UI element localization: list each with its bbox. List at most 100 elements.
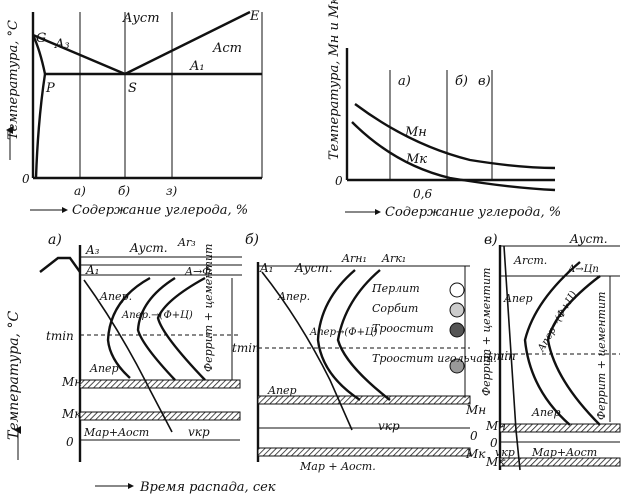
tr-mk-curve — [351, 121, 556, 192]
pa-label-transform: Aпер.→(Ф+Ц) — [121, 310, 193, 321]
pb-curve-start — [316, 269, 361, 402]
pc-label-a-cp: A→Цп — [567, 264, 599, 275]
pa-level-a3: A₃ — [85, 243, 100, 257]
tr-x-arrowhead — [375, 209, 381, 215]
pb-label-vcr: vкр — [378, 419, 400, 433]
tl-point-s: S — [128, 81, 137, 96]
pc-label-arst: Arст. — [513, 254, 547, 267]
pb-level-mk: Mк — [465, 447, 486, 461]
pb-struct-troostite: Троостит — [372, 322, 434, 335]
pa-curve-end — [156, 276, 206, 381]
pa-level-mk: Mк — [61, 407, 82, 421]
tr-origin: 0 — [335, 174, 343, 188]
pb-struct-sorbite: Сорбит — [372, 302, 418, 315]
pa-label-aper2: Aпер — [89, 362, 119, 375]
pb-curve-mid — [336, 269, 391, 401]
pa-curve-mid — [136, 276, 176, 381]
pa-label-tmin: tmin — [46, 329, 74, 343]
pa-label-aust: Aуст. — [129, 241, 168, 255]
pc-mk-band — [499, 457, 621, 467]
pa-level-a1: A₁ — [85, 263, 99, 277]
pa-mk-band — [79, 411, 241, 421]
tl-point-e: E — [249, 9, 260, 24]
pb-level-mn: Mн — [465, 403, 486, 417]
pc-label-mar: Мар+Aост — [531, 446, 597, 459]
tl-marker-c: з) — [166, 184, 178, 198]
tl-line-a3: A₃ — [54, 37, 70, 52]
bottom-y-label: Температура, °С — [6, 311, 22, 440]
tl-point-g: G — [36, 31, 46, 46]
tl-p-solvus — [34, 73, 47, 179]
tl-line-aust: Aуст — [122, 11, 160, 26]
pb-circle-sorbite — [449, 302, 465, 318]
pa-level-mn: Mн — [61, 375, 82, 389]
pb-label-ar1n: Arн₁ — [341, 252, 367, 265]
tr-marker-c: в) — [478, 74, 491, 89]
tl-acm-line — [124, 10, 251, 76]
tl-a3-line — [32, 33, 126, 76]
pb-label-ar1k: Arк₁ — [381, 252, 406, 265]
tl-gp-curve — [31, 34, 47, 75]
tl-line-acm: Aст — [212, 41, 242, 56]
tl-point-p: P — [45, 81, 55, 96]
pc-level-mn: Mн — [485, 419, 506, 433]
tl-line-a1: A₁ — [189, 59, 205, 74]
pb-struct-pearlite: Перлит — [371, 282, 420, 295]
pb-struct-troostite-needle: Троостит игольчат. — [372, 352, 497, 365]
tr-tick: 0,6 — [413, 187, 432, 201]
pa-level-zero: 0 — [66, 435, 74, 449]
pc-level-mk: Mк — [485, 455, 506, 469]
pa-label-vcr: vкр — [188, 425, 210, 439]
tl-marker-a: a) — [74, 184, 86, 198]
pa-label-ar3: Ar₃ — [177, 236, 196, 249]
pc-mn-band — [499, 423, 621, 433]
pc-label-aust: Aуст. — [569, 232, 608, 246]
pb-circle-troostite — [449, 322, 465, 338]
tr-x-label: Содержание углерода, % — [385, 205, 561, 220]
pb-label-aper: Aпер. — [277, 290, 310, 303]
pb-region-label: Феррит + цементит — [480, 268, 493, 396]
pa-label-a-f: A→Ф — [184, 265, 211, 278]
pc-label-transform: Aпер→(Ф+Ц) — [536, 289, 580, 354]
pa-heat-curve — [39, 256, 81, 273]
pb-mk-band — [257, 447, 471, 457]
pb-level-zero: 0 — [470, 429, 478, 443]
pc-label-vcr: vкр — [495, 446, 515, 459]
tl-marker-b: б) — [118, 184, 130, 198]
pb-vcr-line — [261, 271, 353, 431]
pb-label-mar: Мар + Aост. — [299, 460, 376, 473]
pa-label-mar: Мар+Aост — [83, 426, 149, 439]
tr-marker-b: б) — [455, 74, 468, 89]
tl-y-label: Температура, °С — [6, 20, 21, 140]
pa-label-aper: Aпер. — [99, 290, 132, 303]
pb-label-tmin: tmin — [232, 341, 260, 355]
pc-vcr-line — [503, 245, 521, 471]
top-left-diagram: G P S E A₃ Aуст Aст A₁ a) б) з) 0 Темпер… — [6, 9, 263, 218]
pa-mn-band — [79, 379, 241, 389]
pc-curve-start — [523, 261, 581, 426]
tl-x-arrowhead — [62, 207, 68, 213]
pc-label-aper2: Aпер — [531, 406, 561, 419]
panel-c-letter: в) — [484, 232, 498, 248]
pb-mn-band — [257, 395, 471, 405]
pa-region-label: Феррит + цементит — [202, 244, 215, 372]
pc-level-zero: 0 — [490, 436, 498, 450]
pb-circle-troostite-needle — [449, 358, 465, 374]
tl-origin: 0 — [22, 172, 30, 186]
pb-level-a1: A₁ — [259, 261, 273, 275]
tr-curve-mn: Mн — [404, 125, 427, 140]
top-right-diagram: a) б) в) Mн Mк 0,6 0 Температура, Mн и M… — [327, 0, 561, 220]
pb-label-transform: Aпер→(Ф+Ц) — [309, 327, 378, 338]
tr-mn-curve — [354, 103, 556, 170]
pa-curve-start — [106, 276, 151, 379]
pc-region-label: Феррит + цементит — [595, 292, 608, 420]
pa-vcr-line — [83, 279, 173, 433]
bottom-x-label: Время распада, сек — [139, 480, 276, 495]
tr-curve-mk: Mк — [405, 152, 427, 167]
pc-label-aper: Aпер — [503, 292, 533, 305]
tr-marker-a: a) — [398, 74, 411, 89]
panel-c: в) Mн 0 Mк Aуст. Arст. A→Цп Aпер Aпер→(Ф… — [484, 232, 621, 471]
panel-b-letter: б) — [245, 232, 259, 248]
panel-a: a) A₃ A₁ Mн Mк 0 Aуст. Ar₃ A→Ф Aпер. Aпе… — [39, 232, 242, 462]
